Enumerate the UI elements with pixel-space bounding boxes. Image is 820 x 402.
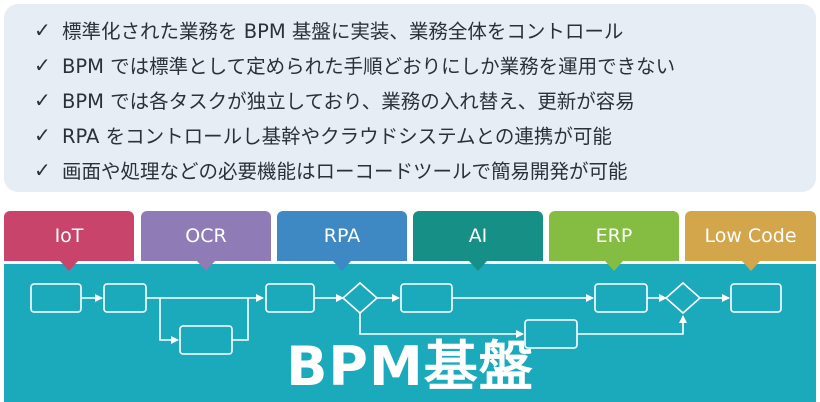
process-task (179, 325, 233, 355)
process-gateway (341, 281, 379, 315)
feature-item: ✓ BPM では標準として定められた手順どおりにしか業務を運用できない (34, 47, 675, 82)
tab-ocr: OCR (141, 211, 271, 271)
process-task (524, 319, 578, 349)
tab-pointer (741, 261, 760, 271)
tab-label: AI (468, 225, 488, 247)
feature-item: ✓ RPA をコントロールし基幹やクラウドシステムとの連携が可能 (34, 117, 675, 152)
process-task (103, 283, 147, 313)
tab-label: IoT (54, 225, 84, 247)
feature-list: ✓ 標準化された業務を BPM 基盤に実装、業務全体をコントロール ✓ BPM … (34, 12, 675, 187)
process-gateway (664, 281, 702, 315)
process-task (400, 283, 453, 313)
feature-item: ✓ 画面や処理などの必要機能はローコードツールで簡易開発が可能 (34, 152, 675, 187)
tab-label: RPA (323, 225, 361, 247)
tab-pointer (333, 261, 351, 271)
process-task (30, 283, 82, 313)
feature-text: 画面や処理などの必要機能はローコードツールで簡易開発が可能 (62, 160, 628, 183)
flow-connector (159, 298, 179, 344)
flow-connector (232, 298, 249, 341)
checkmark-icon: ✓ (34, 122, 51, 147)
checkmark-icon: ✓ (34, 17, 51, 42)
process-task (265, 283, 315, 313)
tab-pointer (197, 261, 215, 271)
feature-item: ✓ 標準化された業務を BPM 基盤に実装、業務全体をコントロール (34, 12, 675, 47)
tab-label: OCR (185, 225, 227, 247)
feature-text: BPM では標準として定められた手順どおりにしか業務を運用できない (62, 55, 676, 78)
tab-erp: ERP (549, 211, 679, 271)
feature-text: 標準化された業務を BPM 基盤に実装、業務全体をコントロール (62, 20, 624, 43)
tab-pointer (60, 261, 78, 271)
tab-low-code: Low Code (685, 211, 816, 271)
tab-pointer (469, 261, 487, 271)
process-task (730, 283, 782, 313)
tab-pointer (605, 261, 623, 271)
tab-label: Low Code (704, 225, 797, 247)
feature-item: ✓ BPM では各タスクが独立しており、業務の入れ替え、更新が容易 (34, 82, 675, 117)
checkmark-icon: ✓ (34, 87, 51, 112)
feature-panel: ✓ 標準化された業務を BPM 基盤に実装、業務全体をコントロール ✓ BPM … (4, 4, 816, 192)
flow-connector (359, 313, 524, 338)
tab-rpa: RPA (277, 211, 407, 271)
platform-title: BPM基盤 (286, 335, 534, 398)
feature-text: RPA をコントロールし基幹やクラウドシステムとの連携が可能 (62, 125, 612, 148)
flow-connector (577, 315, 687, 335)
checkmark-icon: ✓ (34, 157, 51, 182)
tab-iot: IoT (4, 211, 134, 271)
feature-text: BPM では各タスクが独立しており、業務の入れ替え、更新が容易 (62, 90, 635, 113)
tab-label: ERP (595, 225, 633, 247)
tab-ai: AI (413, 211, 543, 271)
checkmark-icon: ✓ (34, 52, 51, 77)
process-task (594, 283, 648, 313)
bpm-platform (4, 264, 816, 402)
